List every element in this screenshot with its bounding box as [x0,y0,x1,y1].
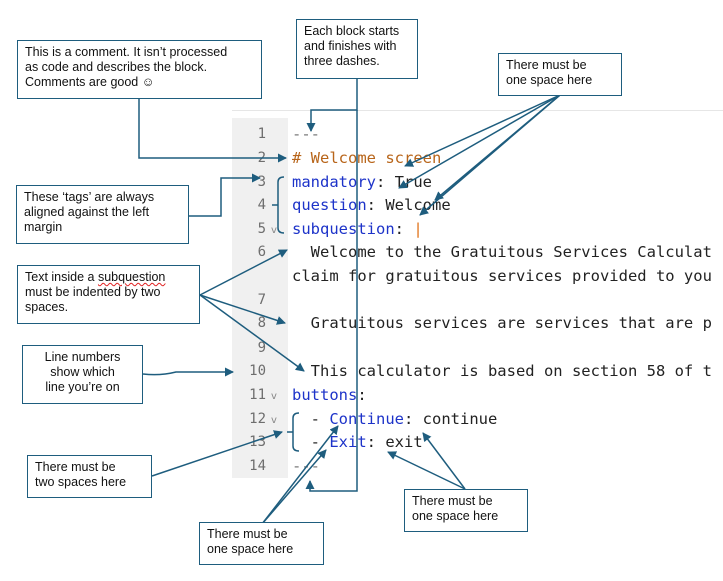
line-number: 9 [257,340,266,356]
line-number: 14 [249,458,266,474]
callout-text: one space here [506,73,593,87]
code-line-11[interactable]: buttons: [292,386,367,404]
tag-key: subquestion [292,220,395,238]
arrow-space-exit [387,451,466,490]
callout-text: one space here [412,509,499,523]
subquestion-text: claim for gratuitous services provided t… [292,267,712,285]
code-editor [232,110,723,479]
arrow-sub-line10 [199,294,305,372]
arrow-comment [138,99,287,163]
code-line-12[interactable]: - Continue: continue [292,410,498,428]
colon: : [366,433,376,451]
line-number: 11 [249,387,266,403]
subquestion-text: Welcome to the Gratuitous Services Calcu… [292,243,712,261]
callout-text: Comments are good ☺ [25,75,155,89]
callout-text: There must be [35,460,116,474]
line-number: 6 [257,244,266,260]
callout-text: show which [50,365,115,379]
line-number: 10 [249,363,266,379]
tag-key: question [292,196,367,214]
arrow-space-continue [422,432,466,490]
tag-key: buttons [292,386,358,404]
callout-text: aligned against the left [24,205,150,219]
button-value: continue [413,410,498,428]
arrow-line-numbers [142,367,234,377]
arrow-space-bottom-exit [261,449,327,525]
code-line-6[interactable]: Welcome to the Gratuitous Services Calcu… [292,243,712,261]
line-number: 1 [257,126,266,142]
line-number: 8 [257,315,266,331]
arrow-block-top [306,79,358,132]
callout-text: Line numbers [44,350,121,364]
callout-block-dashes: Each block starts and finishes with thre… [296,19,418,79]
arrow-space-subquestion [419,94,561,216]
colon: : [366,196,376,214]
arrow-tags [189,173,261,217]
line-number: 7 [257,292,266,308]
arrow-space-mandatory [398,94,561,189]
code-line-10[interactable]: This calculator is based on section 58 o… [292,362,712,380]
text-cursor: | [413,220,423,238]
colon: : [376,173,386,191]
callout-one-space-bottom: There must be one space here [199,522,324,565]
spellcheck-word: subquestion [97,270,166,284]
buttons-brace [287,412,300,452]
colon: : [394,220,414,238]
code-line-2[interactable]: # Welcome screen [292,149,441,167]
arrow-space-comment [404,94,561,167]
list-dash: - [292,410,330,428]
callout-line-numbers: Line numbers show which line you’re on [22,345,143,404]
callout-text: margin [24,220,63,234]
block-dashes: --- [292,457,320,475]
fold-chevron-icon[interactable]: v [271,391,277,402]
arrow-two-spaces [151,430,283,477]
line-number: 12 [249,411,266,427]
callout-text: one space here [207,542,294,556]
callout-text: This is a comment. It isn’t processed [25,45,228,59]
callout-text: and finishes with [304,39,397,53]
code-line-14[interactable]: --- [292,457,320,475]
callout-text: must be indented by two [25,285,161,299]
line-number: 5 [257,221,266,237]
callout-text: There must be [506,58,587,72]
tag-key: mandatory [292,173,376,191]
arrow-sub-line8 [199,294,286,325]
fold-chevron-icon[interactable]: v [271,415,277,426]
callout-tags: These ‘tags’ are always aligned against … [16,185,189,244]
comment-text: # Welcome screen [292,149,442,167]
colon: : [403,410,414,428]
callout-text-part: Text inside a [25,270,98,284]
line-number: 3 [257,174,266,190]
callout-text: Text inside a subquestion [25,270,192,285]
line-number: 4 [257,197,266,213]
callout-text: These ‘tags’ are always [24,190,155,204]
button-key: Continue [329,410,404,428]
callout-text: There must be [207,527,288,541]
callout-text: as code and describes the block. [25,60,208,74]
callout-text: three dashes. [304,54,380,68]
button-value: exit [376,433,423,451]
colon: : [357,386,367,404]
arrow-block-bottom [305,110,358,492]
callout-text: There must be [412,494,493,508]
tags-brace [272,176,285,234]
callout-comment: This is a comment. It isn’t processed as… [17,40,262,99]
code-line-6-wrap[interactable]: claim for gratuitous services provided t… [292,267,712,285]
arrow-space-bottom-continue [261,425,339,525]
callout-two-spaces: There must be two spaces here [27,455,152,498]
callout-one-space-top: There must be one space here [498,53,622,96]
callout-one-space-bottom-right: There must be one space here [404,489,528,532]
subquestion-text: This calculator is based on section 58 o… [292,362,712,380]
callout-text: Each block starts [304,24,400,38]
callout-subquestion: Text inside a subquestion must be indent… [17,265,200,324]
code-line-5[interactable]: subquestion: | [292,220,423,238]
line-number: 13 [249,434,266,450]
callout-text: line you’re on [45,380,120,394]
list-dash: - [292,433,330,451]
arrow-sub-line6 [199,249,288,296]
callout-text: two spaces here [35,475,127,489]
callout-text: spaces. [25,300,69,314]
fold-chevron-icon[interactable]: v [271,225,277,236]
